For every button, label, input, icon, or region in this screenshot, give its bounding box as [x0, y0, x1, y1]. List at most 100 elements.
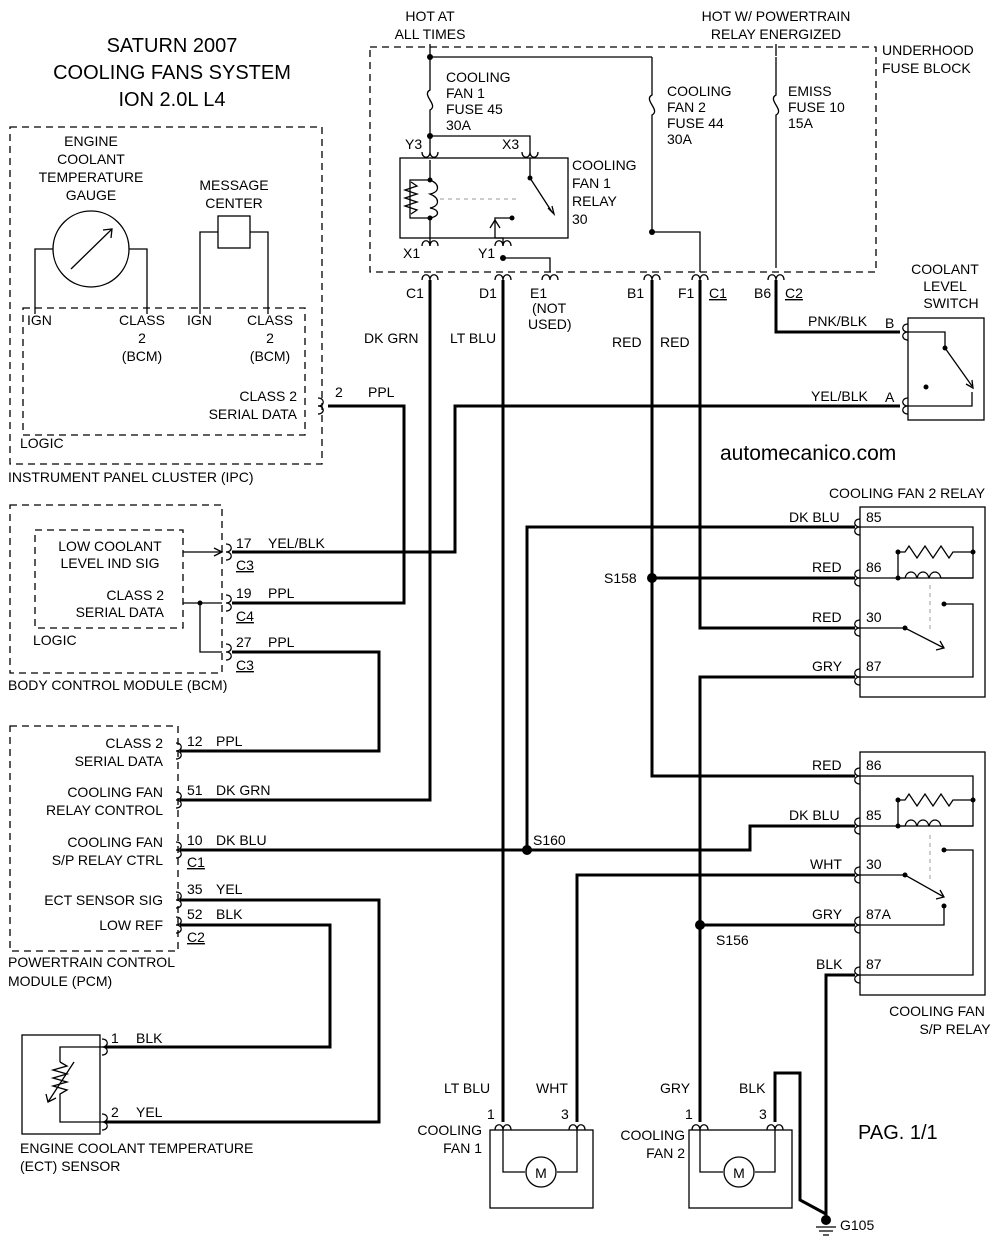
sp-relay-wire-86: RED	[812, 757, 842, 773]
wire-lt-blu: LT BLU	[450, 330, 496, 346]
not-used-line-2: USED)	[528, 316, 572, 332]
ipc-ign-1: IGN	[27, 312, 52, 328]
sp-relay-wire-30: WHT	[810, 856, 842, 872]
relay-terminal-y3: Y3	[405, 136, 422, 152]
wire-label-pnk-blk: PNK/BLK	[808, 313, 868, 329]
pcm-pin-52: 52	[187, 906, 203, 922]
pcm-wire-12: PPL	[216, 733, 243, 749]
conn-c2-label: C2	[785, 285, 803, 301]
wire-red-f1-to-relay30	[698, 280, 855, 630]
relay-terminal-y1: Y1	[478, 245, 495, 261]
gauge-label-3: TEMPERATURE	[39, 169, 144, 185]
fan1-motor-label: M	[535, 1165, 547, 1181]
cooling-fan-2-relay: COOLING FAN 2 RELAY DK BLU 85 RED 86 RED…	[789, 485, 986, 698]
not-used-line-1: (NOT	[532, 300, 567, 316]
pcm-conn-c1: C1	[187, 854, 205, 870]
wire-label-yel-blk-switch: YEL/BLK	[811, 388, 868, 404]
cooling-fan-sp-relay: RED 86 DK BLU 85 WHT 30 GRY 87A BLK 87 C…	[789, 751, 991, 1037]
fuse-44-line-3: FUSE 44	[667, 115, 724, 131]
wire-dk-blu-to-relay85	[525, 525, 855, 850]
ect-wire-2: YEL	[136, 1104, 163, 1120]
pcm-label-0a: CLASS 2	[105, 735, 163, 751]
sp-relay-name-2: S/P RELAY	[919, 1021, 991, 1037]
fuse-45: COOLING FAN 1 FUSE 45 30A	[426, 54, 511, 139]
splice-s160-dot	[522, 845, 532, 855]
ipc-class2-2-c: (BCM)	[250, 348, 290, 364]
bcm-conn-19: C4	[236, 608, 254, 624]
fuse-45-line-1: COOLING	[446, 69, 511, 85]
hot-powertrain-line1: HOT W/ POWERTRAIN	[702, 8, 851, 24]
ipc-ign-2: IGN	[187, 312, 212, 328]
pcm-pin-51: 51	[187, 782, 203, 798]
wire-red-b1-to-sp86	[650, 280, 855, 778]
ect-sensor: 1 BLK 2 YEL ENGINE COOLANT TEMPERATURE (…	[20, 1030, 253, 1174]
title-line-3: ION 2.0L L4	[118, 89, 225, 111]
fan2-relay-wire-85: DK BLU	[789, 509, 840, 525]
sp-relay-pin-87: 87	[866, 956, 882, 972]
sp-relay-pin-30: 30	[866, 856, 882, 872]
sp-relay-name-1: COOLING FAN	[889, 1003, 985, 1019]
fan2-relay-pin-87: 87	[866, 658, 882, 674]
ground-icon	[816, 1226, 836, 1236]
diagram-title: SATURN 2007 COOLING FANS SYSTEM ION 2.0L…	[53, 35, 291, 111]
wire-yel-ect-sig	[105, 898, 381, 1124]
sp-relay-pin-86: 86	[866, 757, 882, 773]
ipc-class2-2-b: 2	[266, 330, 274, 346]
bcm-pin-19: 19	[236, 585, 252, 601]
connector-d1	[494, 274, 512, 281]
splice-s156-dot	[695, 920, 705, 930]
fan1-wire-1: LT BLU	[444, 1080, 490, 1096]
fan1-pin-1: 1	[487, 1106, 495, 1122]
bcm-pin-17: 17	[236, 535, 252, 551]
switch-pin-a: A	[885, 389, 895, 405]
pcm-label-1b: RELAY CONTROL	[46, 802, 163, 818]
bcm-wire-19: PPL	[268, 585, 295, 601]
title-line-2: COOLING FANS SYSTEM	[53, 62, 291, 84]
fuse-10-line-1: EMISS	[788, 83, 832, 99]
conn-b6-label: B6	[754, 285, 771, 301]
sp-relay-wire-87: BLK	[816, 956, 843, 972]
underhood-fuse-block-label-2: FUSE BLOCK	[882, 60, 971, 76]
ipc-pin-2: 2	[335, 384, 343, 400]
switch-pin-b: B	[885, 315, 894, 331]
pcm-label-4: LOW REF	[99, 917, 163, 933]
splice-s160-label: S160	[533, 832, 566, 848]
ground-g105: G105	[816, 1215, 874, 1236]
fan1-relay-line-4: 30	[572, 211, 588, 227]
powertrain-control-module: CLASS 2 SERIAL DATA COOLING FAN RELAY CO…	[8, 725, 270, 989]
pcm-label-2a: COOLING FAN	[67, 834, 163, 850]
fan1-wire-3: WHT	[536, 1080, 568, 1096]
bcm-low-coolant-2: LEVEL IND SIG	[60, 555, 159, 571]
fan1-relay-line-1: COOLING	[572, 157, 637, 173]
ect-name-1: ENGINE COOLANT TEMPERATURE	[20, 1140, 253, 1156]
connector-f1	[691, 274, 709, 281]
underhood-fuse-block-label-1: UNDERHOOD	[882, 42, 974, 58]
gauge-label-2: COOLANT	[57, 151, 125, 167]
relay-y1-stub	[495, 237, 504, 246]
fuse45-to-x3	[430, 135, 531, 152]
watermark: automecanico.com	[720, 442, 896, 465]
bcm-logic: LOGIC	[33, 632, 77, 648]
wire-gry-relay87-to-fan2	[698, 675, 855, 1122]
fuse-45-line-2: FAN 1	[446, 85, 485, 101]
ground-label: G105	[840, 1217, 874, 1233]
ect-name-2: (ECT) SENSOR	[20, 1158, 120, 1174]
conn-c1b-label: C1	[709, 285, 727, 301]
connector-b6	[767, 274, 785, 281]
pcm-wire-51: DK GRN	[216, 782, 270, 798]
fan2-relay-wire-86: RED	[812, 559, 842, 575]
fuse44-to-f1	[652, 231, 701, 272]
fuse-44: COOLING FAN 2 FUSE 44 30A	[648, 57, 732, 232]
pcm-conn-c2: C2	[187, 929, 205, 945]
fuse-10-line-2: FUSE 10	[788, 99, 845, 115]
switch-title-1: COOLANT	[911, 261, 979, 277]
wire-blk-fan2-to-ground	[773, 1071, 827, 1216]
bcm-serial-2: SERIAL DATA	[76, 604, 165, 620]
hot-powertrain-line2: RELAY ENERGIZED	[711, 26, 841, 42]
fan2-relay-pin-86: 86	[866, 559, 882, 575]
fuse-45-line-4: 30A	[446, 117, 472, 133]
wire-red-b1: RED	[612, 334, 642, 350]
ipc-name: INSTRUMENT PANEL CLUSTER (IPC)	[8, 469, 254, 485]
conn-f1-label: F1	[678, 285, 695, 301]
